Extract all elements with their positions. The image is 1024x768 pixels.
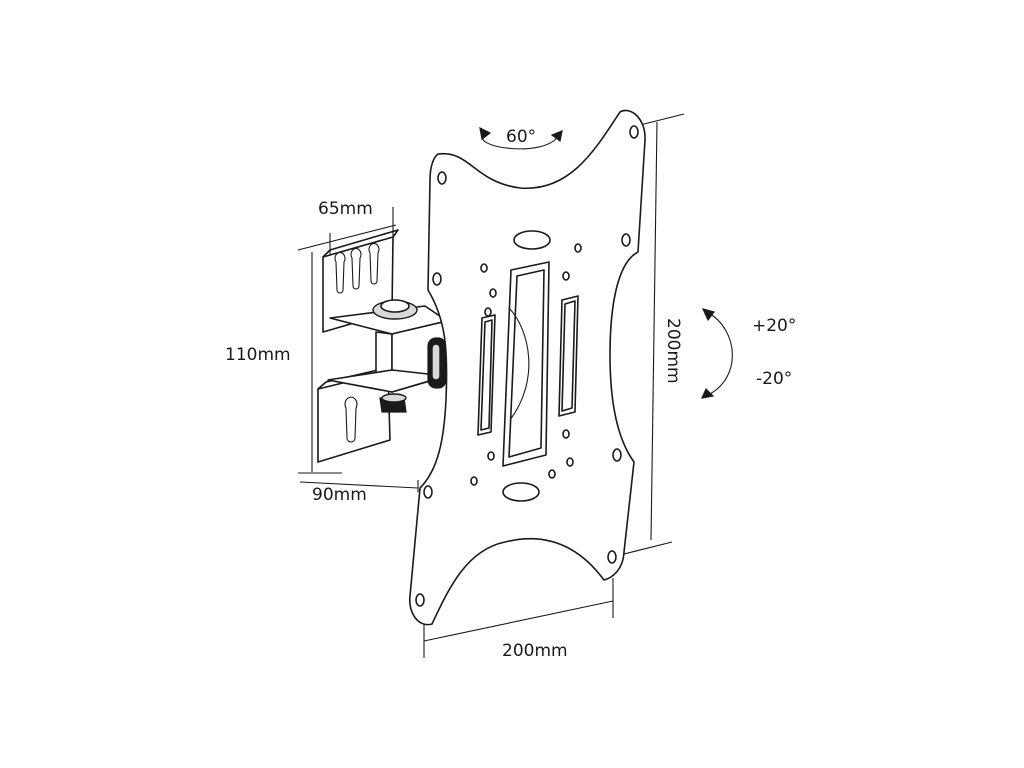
vesa-plate — [408, 109, 646, 626]
keyhole-slots-top — [334, 242, 380, 294]
plate-height-label: 200mm — [663, 318, 683, 384]
tilt-down-label: -20° — [756, 369, 792, 389]
tilt-arrow — [700, 308, 733, 399]
keyhole-slot-bottom — [344, 396, 358, 443]
plate-width-label: 200mm — [502, 641, 568, 661]
swivel-arrow — [479, 126, 563, 150]
wall-width-label: 65mm — [318, 199, 373, 219]
center-channel — [502, 261, 550, 467]
depth-label: 90mm — [312, 485, 367, 505]
wall-height-label: 110mm — [225, 345, 291, 365]
swivel-angle-label: 60° — [506, 127, 536, 147]
dimension-lines — [297, 113, 685, 658]
swivel-arm — [327, 299, 448, 413]
tilt-up-label: +20° — [752, 316, 796, 336]
mounting-holes — [415, 125, 639, 607]
